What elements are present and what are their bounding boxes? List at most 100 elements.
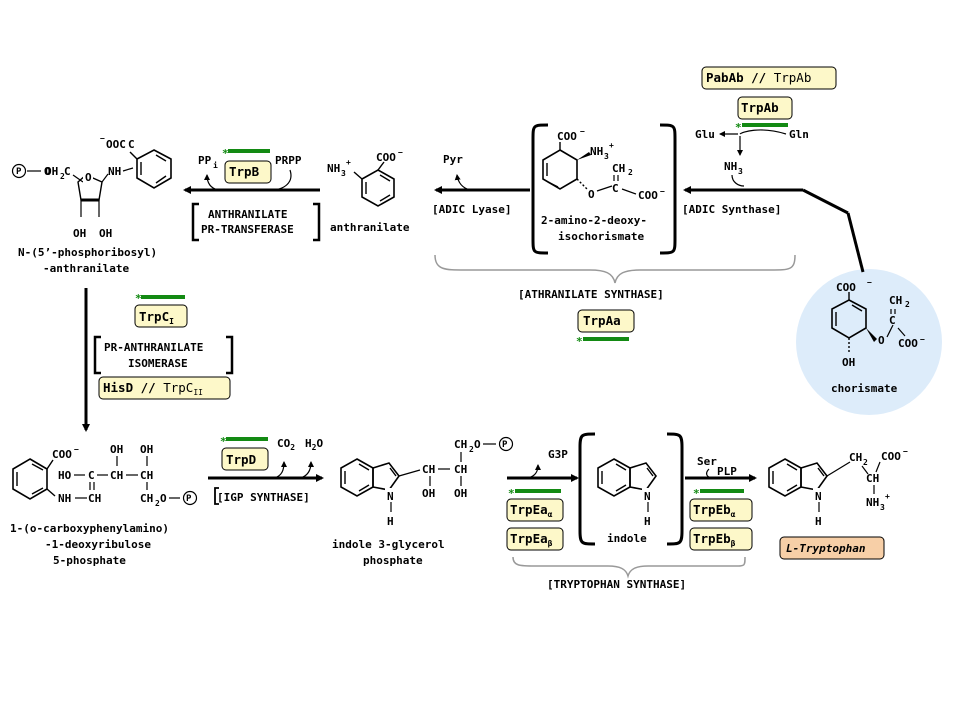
h2o-label: H [305,437,312,450]
trpea-alpha-box[interactable]: TrpEaα [506,498,564,522]
trpeb-beta-label: TrpEb [693,531,731,546]
chorismate-o: O [878,334,885,347]
cdrp-ch-b: CH [140,469,153,482]
trpb-box[interactable]: TrpB [224,160,272,184]
pra-molecule: P OH C O 2 C O NH − OOC C OH OH N-(5’-ph… [11,134,172,275]
pra-oh1: OH [73,227,86,240]
svg-text:−: − [398,148,403,157]
co2-label: CO [277,437,291,450]
svg-text:−: − [74,445,79,454]
svg-text:−: − [580,127,585,136]
adic-nh3: NH [590,145,603,158]
trpeb-alpha-box[interactable]: TrpEbα [689,498,753,522]
cdrp-name-line2: -1-deoxyribulose [45,538,151,551]
trpc1-box[interactable]: TrpCI [134,304,188,328]
adic-coo-top: COO [557,130,577,143]
trpd-box[interactable]: TrpD [221,447,269,471]
indole-h: H [644,515,651,528]
trpeb-alpha-label: TrpEb [693,502,731,517]
adic-coo: COO [638,189,658,202]
igp-synthase-label: [IGP SYNTHASE] [217,491,310,504]
pra-och2: OH [45,165,58,178]
anthranilate-synthase-brace [434,254,796,284]
igp-name-line1: indole 3-glycerol [332,538,445,551]
igp-p: P [502,440,508,450]
svg-text:*: * [576,335,583,348]
hisd-trpc2-box[interactable]: HisD // TrpCII [98,376,231,400]
igp-name-line2: phosphate [363,554,423,567]
cdrp-p: P [186,494,192,504]
prpp-label: PRPP [275,154,302,167]
trpaa-label: TrpAa [583,313,621,328]
cdrp-c: C [88,469,95,482]
svg-text:CO2: CO2 [277,437,295,452]
cdrp-ch-c: CH [88,492,101,505]
igp-oh2: OH [454,487,467,500]
svg-text:*: * [135,292,142,305]
anthranilate-synthase-label: [ATHRANILATE SYNTHASE] [518,288,664,301]
pra-nh: NH [108,165,121,178]
tryptophan-coo: COO [881,450,901,463]
trpea-beta-box[interactable]: TrpEaβ [506,527,564,551]
igp-oh1: OH [422,487,435,500]
cdrp-ch2o: CH [140,492,153,505]
hisd-label: HisD // [103,380,163,395]
svg-text:C: C [128,138,135,151]
pr-transferase-line2: PR-TRANSFERASE [201,223,294,236]
chorismate-ch2: CH [889,294,902,307]
trpb-marker [228,149,270,153]
tryptophan-n: N [815,490,822,503]
gln-label: Gln [789,128,809,141]
l-tryptophan-label: L-Tryptophan [786,542,866,555]
pra-ring-o: O [85,171,92,184]
svg-text:−: − [903,447,908,456]
svg-text:+: + [609,141,614,150]
trpab-box[interactable]: TrpAb [737,96,793,120]
pyr-label: Pyr [443,153,463,166]
l-tryptophan-box[interactable]: L-Tryptophan [779,536,885,560]
svg-text:2: 2 [155,499,160,508]
pabab-trpab-box[interactable]: PabAb // TrpAb [701,66,837,90]
svg-text:TrpEbα: TrpEbα [693,502,736,519]
trpea-alpha-label: TrpEa [510,502,548,517]
plp-label: PLP [717,465,737,478]
chorismate-name: chorismate [831,382,898,395]
chorismate-molecule: COO − OH O C CH 2 COO − chorismate [796,188,942,415]
pra-ooc: OOC [106,138,126,151]
svg-text:+: + [885,492,890,501]
cdrp-ch: CH [110,469,123,482]
svg-text:3: 3 [341,169,346,178]
trpaa-marker [583,337,629,341]
isomerase-line1: PR-ANTHRANILATE [104,341,203,354]
trpab-nh3: NH [724,160,737,173]
trpab-marker [742,123,788,127]
igp-ch2o: CH [454,438,467,451]
trpc1-marker [141,295,185,299]
svg-text:TrpCI: TrpCI [139,309,174,326]
svg-text:TrpEaβ: TrpEaβ [510,531,553,548]
adic-name-line1: 2-amino-2-deoxy- [541,214,647,227]
trpd-label: TrpD [226,452,256,467]
cdrp-oh1: OH [110,443,123,456]
chorismate-coo-top: COO [836,281,856,294]
g3p-label: G3P [548,448,568,461]
svg-text:2: 2 [469,445,474,454]
trpeb-beta-box[interactable]: TrpEbβ [689,527,753,551]
svg-text:TrpEbβ: TrpEbβ [693,531,736,548]
pra-oh2: OH [99,227,112,240]
pabab-label: PabAb // [706,70,774,85]
trpab-alt-label: TrpAb [774,70,812,85]
igp-n: N [387,490,394,503]
adic-name-line2: isochorismate [558,230,644,243]
anthranilate-nh3: NH [327,162,340,175]
trpaa-box[interactable]: TrpAa [577,309,635,333]
trpeb-marker [700,489,744,493]
pr-transferase-line1: ANTHRANILATE [208,208,287,221]
ppi-label: PP [198,154,212,167]
svg-text:2: 2 [60,172,65,181]
igp-ch1: CH [422,463,435,476]
svg-text:2: 2 [905,300,910,309]
tryptophan-nh3: NH [866,496,879,509]
cdrp-name-line3: 5-phosphate [53,554,126,567]
